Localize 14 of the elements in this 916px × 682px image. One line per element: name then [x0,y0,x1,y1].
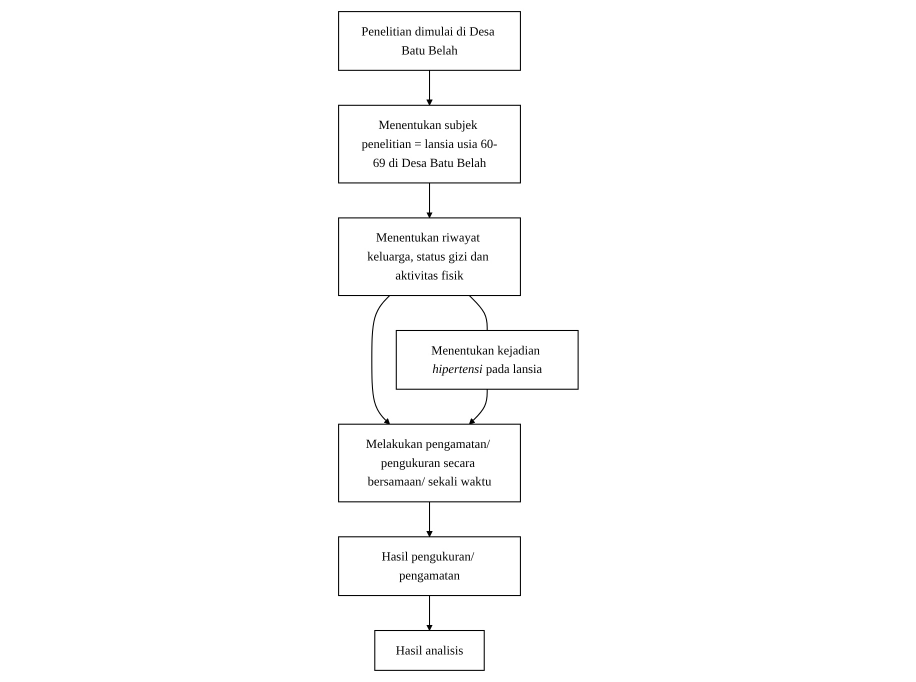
arrow [426,502,432,538]
arrow [426,596,432,631]
node-box: Melakukan pengamatan/ pengukuran secara bersamaan/ sekali waktu [338,424,521,502]
arrow [426,70,432,106]
node-box: Menentukan riwayat keluarga, status gizi dan aktivitas fisik [338,217,521,296]
arrow [426,182,432,218]
node-box: Hasil analisis [374,630,484,671]
node-box: Penelitian dimulai di Desa Batu Belah [338,11,521,71]
node-box: Menentukan kejadian hipertensi pada lansia [395,330,578,390]
node-box: Hasil pengukuran/ pengamatan [338,536,521,596]
arrow [468,389,488,424]
arrow [370,295,390,424]
node-box: Menentukan subjek penelitian = lansia usia 60-69 di Desa Batu Belah [338,104,521,184]
connector [468,295,488,330]
